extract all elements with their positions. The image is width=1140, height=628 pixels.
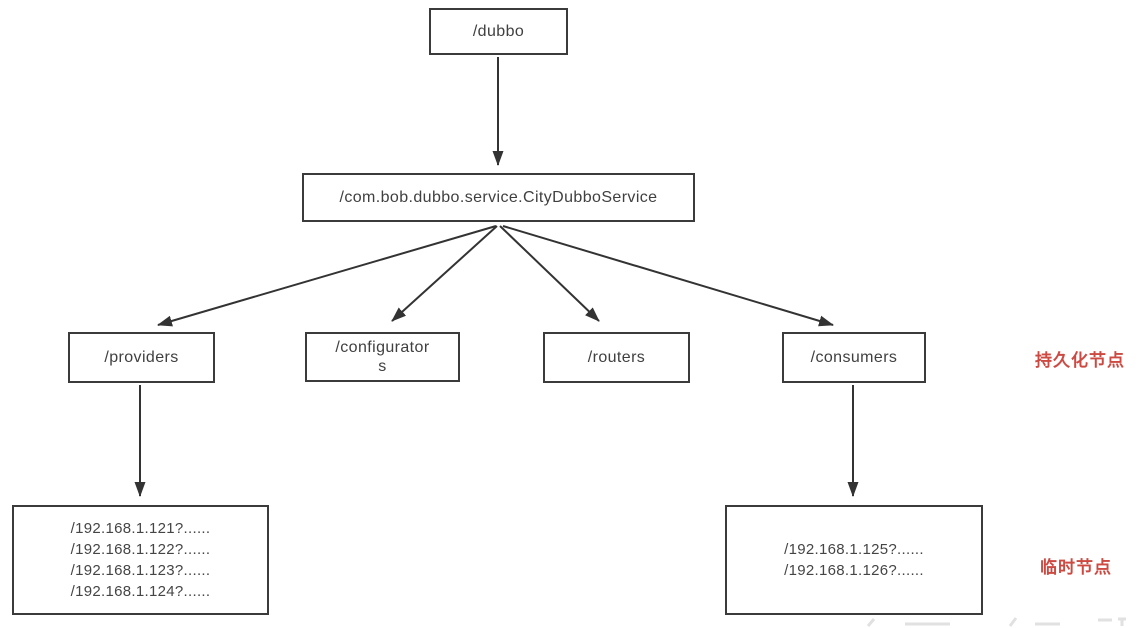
node-providers-label: /providers (104, 349, 179, 366)
consumer-instance: /192.168.1.125?...... (784, 541, 924, 558)
arrow-service-to-providers (157, 225, 497, 327)
node-dubbo-label: /dubbo (472, 23, 525, 40)
node-consumers: /consumers (782, 332, 926, 383)
consumer-instance: /192.168.1.126?...... (784, 562, 924, 579)
node-city-dubbo-service-label: /com.bob.dubbo.service.CityDubboService (339, 189, 658, 206)
node-city-dubbo-service: /com.bob.dubbo.service.CityDubboService (302, 173, 695, 222)
node-configurators-label-line1: /configurator (335, 339, 430, 356)
node-providers: /providers (68, 332, 215, 383)
persistent-node-annotation: 持久化节点 (1035, 351, 1125, 370)
provider-instance: /192.168.1.122?...... (70, 541, 211, 558)
arrow-service-to-consumers (502, 225, 834, 327)
provider-instance: /192.168.1.124?...... (70, 583, 211, 600)
arrow-service-to-configurators (391, 225, 498, 322)
node-configurators-label-line2: s (378, 358, 387, 375)
node-dubbo: /dubbo (429, 8, 568, 55)
node-provider-instances: /192.168.1.121?...... /192.168.1.122?...… (12, 505, 269, 615)
node-configurators: /configurator s (305, 332, 460, 382)
node-consumers-label: /consumers (810, 349, 898, 366)
provider-instance: /192.168.1.123?...... (70, 562, 211, 579)
node-routers-label: /routers (587, 349, 646, 366)
ephemeral-node-annotation: 临时节点 (1040, 558, 1112, 577)
arrow-service-to-routers (499, 225, 600, 322)
provider-instance: /192.168.1.121?...... (70, 520, 211, 537)
node-routers: /routers (543, 332, 690, 383)
node-consumer-instances: /192.168.1.125?...... /192.168.1.126?...… (725, 505, 983, 615)
watermark-remnant (866, 617, 1126, 627)
